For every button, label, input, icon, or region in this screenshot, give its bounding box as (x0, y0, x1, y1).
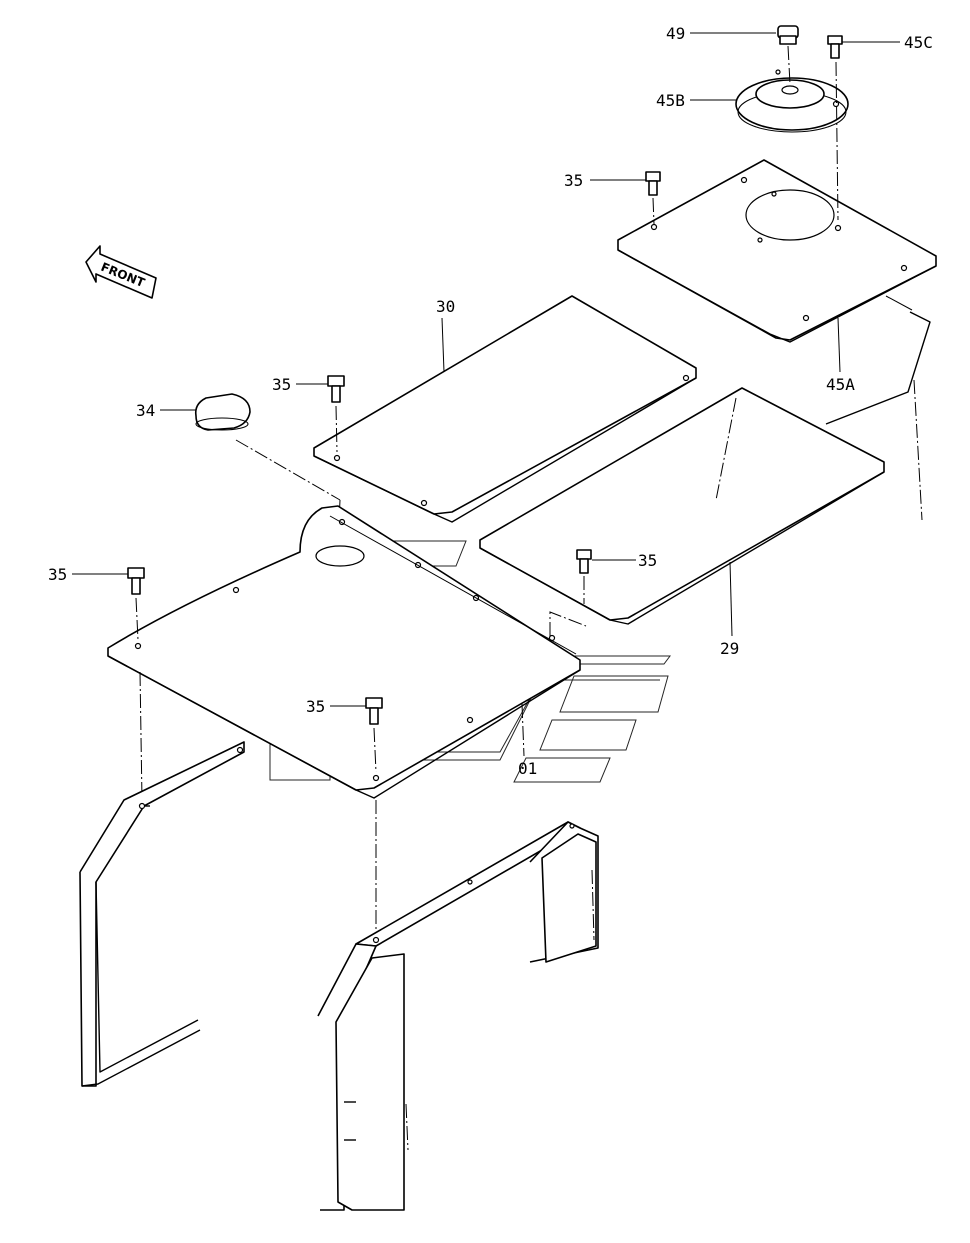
bolt-35-left (127, 567, 145, 641)
filler-hole (315, 545, 365, 567)
bolt-35-mid (327, 375, 345, 453)
callout-35-bottom: 35 (306, 697, 325, 716)
lower-frame-right (317, 821, 599, 1211)
callouts: 49 45C 45B 35 30 35 34 45A 35 35 29 35 0… (48, 24, 933, 778)
centerline-left (139, 671, 143, 801)
plate-30 (313, 295, 697, 523)
callout-35-left: 35 (48, 565, 67, 584)
side-bracket (825, 311, 931, 425)
callout-45b: 45B (656, 91, 685, 110)
callout-49: 49 (666, 24, 685, 43)
callout-30: 30 (436, 297, 455, 316)
callout-45c: 45C (904, 33, 933, 52)
lower-frame-left (79, 741, 245, 1087)
cover-45b (735, 69, 849, 133)
callout-35-mid: 35 (272, 375, 291, 394)
callout-35-top: 35 (564, 171, 583, 190)
nut-49 (777, 25, 799, 85)
plate-45a (617, 159, 937, 343)
callout-35-right: 35 (638, 551, 657, 570)
main-plate-01 (107, 505, 581, 799)
bolt-35-right (549, 549, 592, 636)
bolt-45c (827, 35, 843, 221)
bolt-35-top (645, 171, 661, 225)
front-arrow: FRONT (85, 245, 157, 299)
bolt-35-bottom (365, 697, 383, 773)
callout-45a: 45A (826, 375, 855, 394)
callout-01: 01 (518, 759, 537, 778)
callout-29: 29 (720, 639, 739, 658)
callout-34: 34 (136, 401, 155, 420)
plate-45a-opening (745, 189, 835, 241)
